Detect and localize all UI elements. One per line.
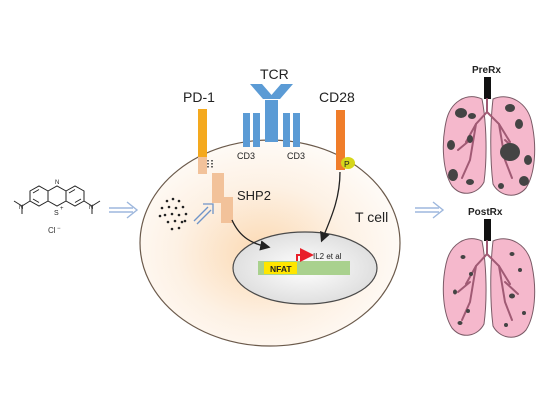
molecule-sulfur-label: S	[54, 210, 59, 217]
p-badge	[341, 157, 355, 169]
cd28-to-nucleus-arrow	[320, 171, 341, 243]
drug-particles	[158, 197, 188, 231]
molecule-counterion-label: Cl	[48, 226, 56, 235]
tcr-to-nucleus-arrow	[231, 219, 271, 251]
pre-rx-label: PreRx	[472, 65, 501, 76]
tcr-receptor	[243, 84, 300, 147]
nfat-label: NFAT	[270, 264, 292, 274]
promoter-arrow-icon	[296, 248, 314, 262]
shp2-label: SHP2	[237, 188, 271, 203]
molecule-n-right: N	[89, 205, 93, 211]
post-rx-lungs-icon	[442, 219, 536, 338]
post-rx-label: PostRx	[468, 207, 503, 218]
tcr-label: TCR	[260, 66, 289, 82]
cd3-right-label: CD3	[287, 151, 305, 161]
shp2-upper-block	[212, 173, 224, 203]
cd28-receptor	[336, 110, 345, 170]
molecule-counterion-minus: −	[57, 226, 61, 232]
pre-rx-lungs-icon	[442, 77, 536, 196]
hollow-arrow-icon	[415, 201, 445, 219]
cd28-label: CD28	[319, 89, 355, 105]
molecule-n-top: N	[55, 180, 59, 186]
t-cell-label: T cell	[355, 209, 388, 225]
cd3-left-label: CD3	[237, 151, 255, 161]
p-label: P	[344, 159, 350, 169]
pd1-tail	[198, 157, 207, 174]
molecule-n-left: N	[19, 205, 23, 211]
nfat-box	[264, 262, 297, 274]
pd1-receptor	[198, 109, 207, 157]
hollow-arrow-icon	[109, 201, 139, 219]
phospho-dots	[207, 160, 213, 169]
molecule-charge-label: +	[60, 206, 64, 212]
il2-label: IL2 et al	[313, 252, 342, 261]
inhibit-arrow-icon	[193, 203, 214, 225]
shp2-lower-block	[221, 197, 233, 223]
pd1-label: PD-1	[183, 89, 215, 105]
methylene-blue-structure	[13, 185, 101, 214]
